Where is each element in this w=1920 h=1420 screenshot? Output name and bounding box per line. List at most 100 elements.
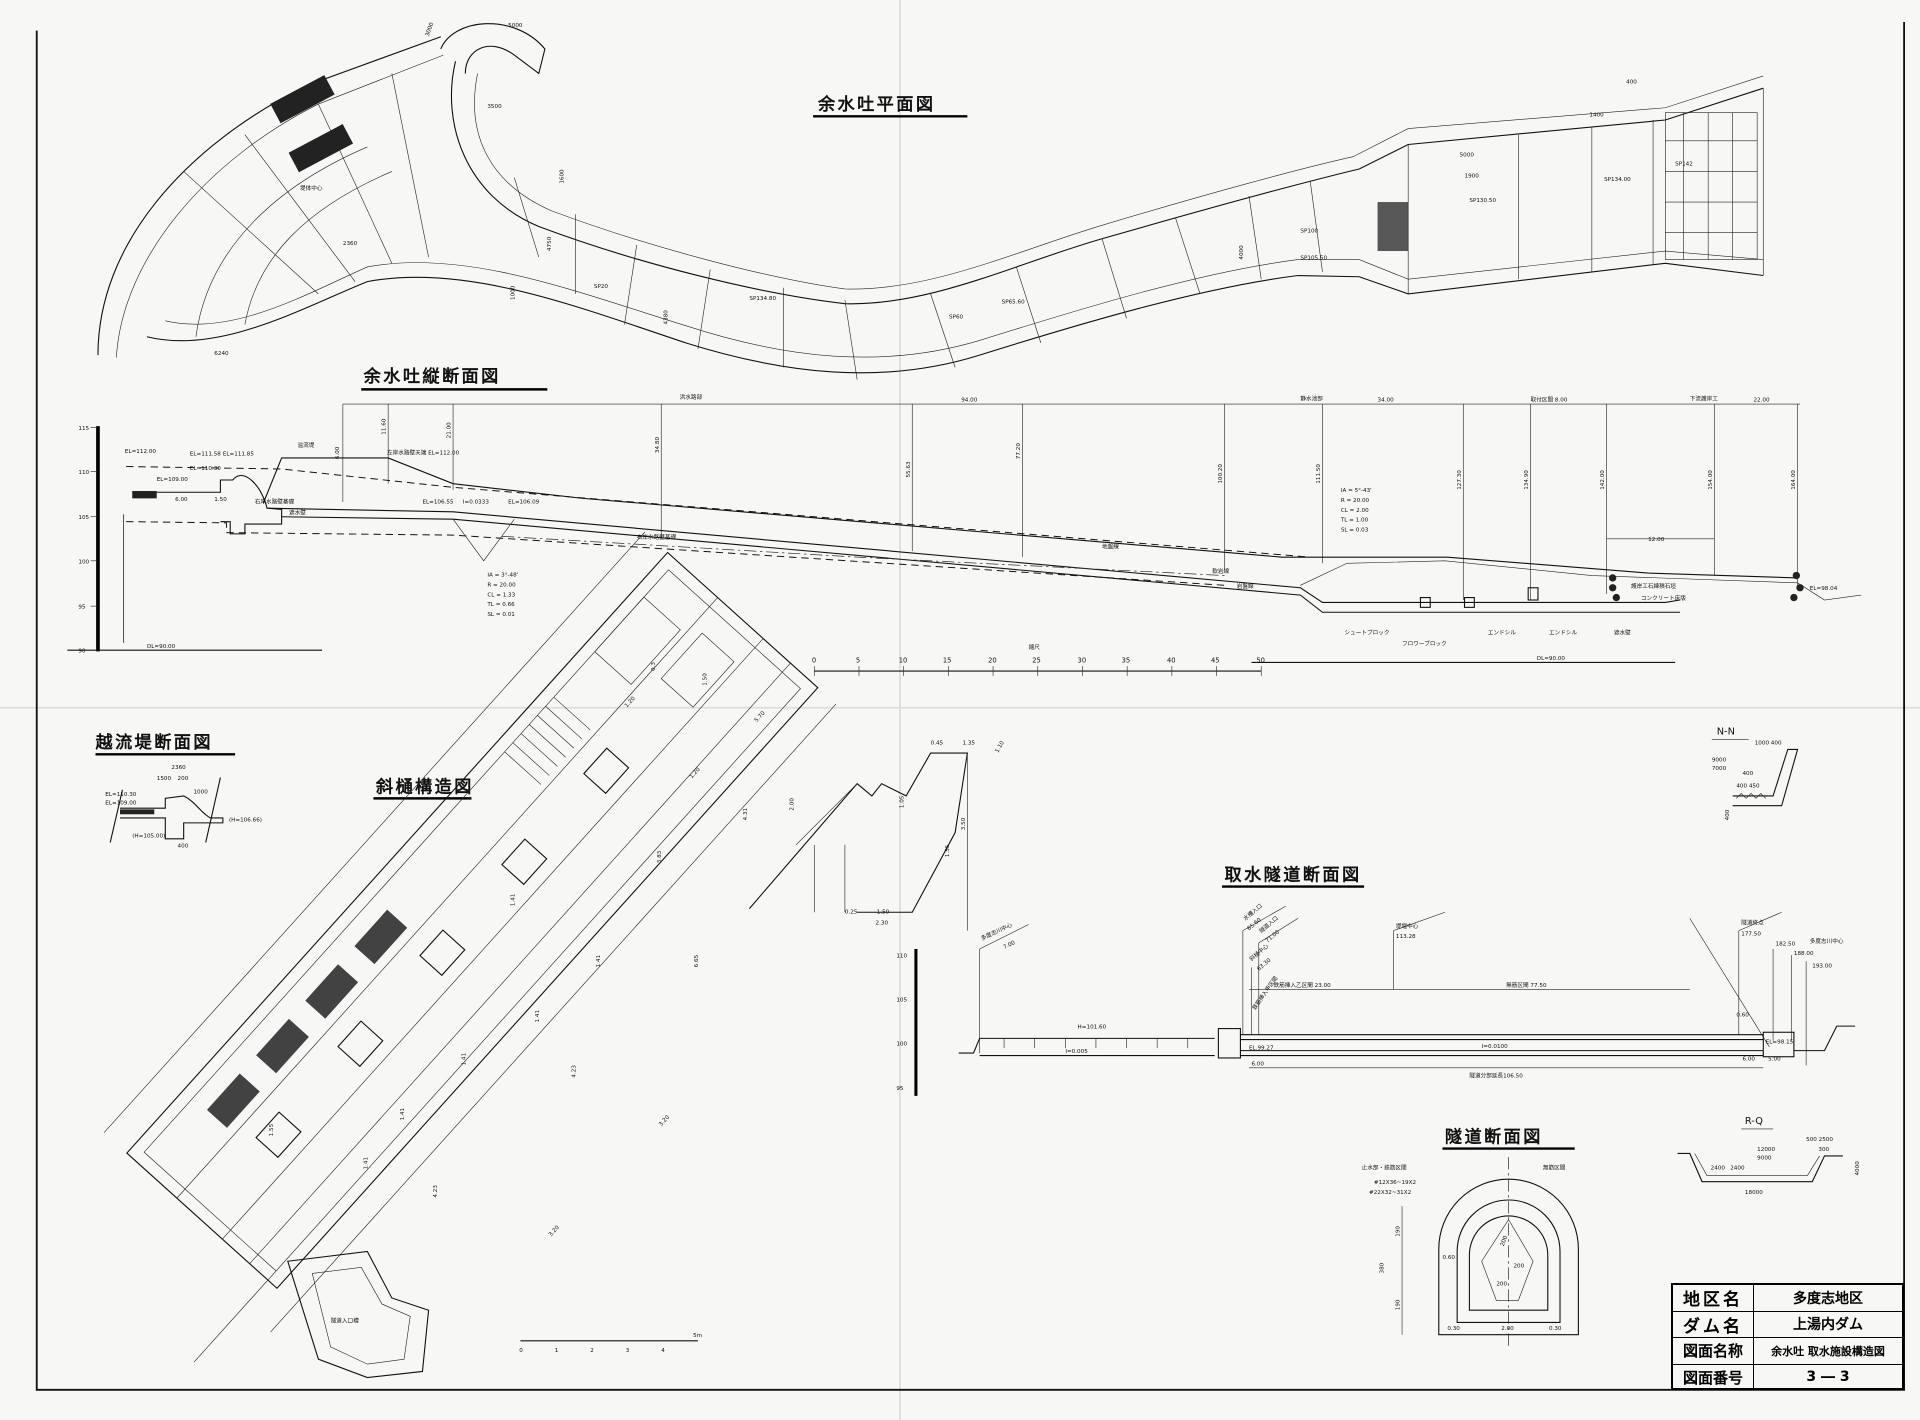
dimension-label: 2400	[1711, 1165, 1726, 1171]
dimension-label: 護岸工石練積石垣	[1631, 582, 1676, 590]
dimension-label: 21.00	[447, 422, 453, 439]
drawing-number-value: 3 ― 3	[1806, 1369, 1850, 1386]
rq-channel-section: R-Q 500 2500 300 12000 9000 2400 2400 18…	[1677, 1116, 1861, 1196]
dimension-label: 4750	[547, 236, 553, 251]
dimension-label: 1.41	[363, 1156, 369, 1169]
dimension-label: 45	[1211, 656, 1220, 664]
dimension-label: 4000	[1855, 1161, 1861, 1176]
drawing-name-label: 図面名称	[1673, 1338, 1754, 1364]
intake-labels: 多度志川中心 7.00 水槽入口 65.60 隧道入口 71.00 斜樋中心 6…	[980, 902, 1844, 1080]
dimension-label: 90	[78, 649, 86, 655]
dimension-label: 1000 400	[1755, 740, 1782, 746]
riprap-block	[288, 124, 354, 173]
dimension-label: 4.31	[743, 807, 749, 820]
spillway-entry-hook	[440, 23, 546, 75]
dimension-label: IA = 3°-48'	[487, 573, 518, 579]
dimension-label: 遮水壁	[289, 508, 306, 516]
dimension-label: コンクリート床版	[1641, 594, 1686, 602]
dimension-label: 113.28	[1396, 934, 1416, 940]
plan-title: 余水吐平面図	[817, 94, 935, 115]
district-value: 多度志地区	[1793, 1290, 1863, 1307]
dimension-label: 鉄筋挿入甲区間	[1250, 974, 1279, 1011]
dimension-label: 1.50	[877, 909, 890, 915]
dimension-label: 0	[519, 1348, 523, 1354]
dimension-label: EL=109.00	[105, 800, 137, 806]
dimension-label: 200	[1513, 1263, 1524, 1269]
sheet-border	[35, 22, 1906, 1391]
tunnel-bore	[1468, 1215, 1549, 1311]
dimension-label: 溢流堤	[298, 441, 315, 449]
foundation-dashed-line	[126, 521, 1225, 586]
dimension-label: 0.30	[1447, 1326, 1460, 1332]
dimension-label: EL=106.09	[508, 499, 540, 505]
dimension-label: 隧道入口槽	[331, 1316, 360, 1324]
dimension-label: TL = 1.00	[1340, 518, 1369, 524]
dimension-label: 1600	[559, 169, 565, 184]
dimension-label: 1500	[157, 776, 172, 782]
dimension-label: 105	[78, 515, 89, 521]
profile-title: 余水吐縦断面図	[363, 366, 501, 387]
weir-title: 越流堤断面図	[95, 732, 213, 753]
small-scale-bar: 0 1 2 3 4 5m	[519, 1333, 702, 1354]
dimension-label: 3.20	[658, 1114, 671, 1128]
dimension-label: 200	[1500, 1235, 1509, 1248]
tunnel-inner-lining	[1456, 1199, 1561, 1324]
dimension-label: 5m	[693, 1333, 702, 1339]
elevation-axis-ticks: 115 110 105 100 95 90	[78, 426, 89, 655]
dimension-label: N-N	[1717, 727, 1735, 738]
chute-blocks	[1377, 202, 1409, 252]
dimension-label: 34.00	[1378, 398, 1395, 404]
title-block-row-district: 地区名 多度志地区	[1673, 1285, 1902, 1312]
dimension-label: 142.00	[1600, 470, 1606, 490]
dimension-label: 1.41	[596, 954, 602, 967]
dimension-label: 3500	[487, 104, 502, 110]
dimension-label: 164.00	[1791, 470, 1797, 490]
dimension-label: 71.00	[1265, 929, 1282, 944]
channel-floor	[266, 507, 1681, 604]
dimension-label: EL.99.27	[1249, 1045, 1274, 1051]
dimension-label: 0.3	[651, 662, 657, 671]
dimension-label: 軟岩線	[1212, 567, 1229, 575]
dimension-label: R-Q	[1745, 1116, 1763, 1127]
dimension-label: 95	[78, 605, 86, 611]
dimension-label: 5000	[1460, 153, 1475, 159]
dimension-label: 止水部・鉄筋区間	[1362, 1163, 1407, 1171]
dimension-label: 177.50	[1741, 932, 1761, 938]
dimension-label: 0	[812, 656, 816, 664]
tunnel-cross-section: 隧道断面図 止水部・鉄筋区間 無筋区間 #12X36~19X2 #22X32~3…	[1362, 1126, 1579, 1347]
dimension-label: 6.65	[694, 954, 700, 967]
dimension-label: 400	[1626, 79, 1637, 85]
dam-value: 上湯内ダム	[1793, 1317, 1863, 1334]
title-block-row-drawing-number: 図面番号 3 ― 3	[1673, 1364, 1902, 1390]
dimension-label: 188.00	[1794, 951, 1814, 957]
design-water-line	[126, 466, 1311, 558]
dimension-label: 12.00	[1648, 537, 1665, 543]
dimension-label: 3	[626, 1348, 630, 1354]
dimension-label: 115	[78, 426, 89, 432]
dimension-label: 25	[1032, 656, 1041, 664]
plan-dimension-labels: 5000 3000 3500 堤体中心 SP20 SP60 SP65.60 SP…	[214, 22, 1693, 358]
dimension-label: エンドシル	[1488, 629, 1517, 636]
overflow-weir-section: 越流堤断面図 2360 1500 200 EL=110.30 EL=109.00…	[95, 732, 262, 849]
dimension-label: 0.25	[845, 909, 858, 915]
dimension-label: 34.80	[655, 437, 661, 454]
dimension-label: 2.00	[1501, 1326, 1514, 1332]
dimension-label: SP134.00	[1604, 177, 1631, 183]
dimension-label: 154.00	[1708, 470, 1714, 490]
dimension-label: SP60	[949, 314, 964, 320]
dimension-label: 100	[78, 559, 89, 565]
dimension-label: 2.00	[789, 798, 795, 811]
dimension-label: 4000	[1239, 245, 1245, 260]
dimension-label: 1.55	[945, 844, 951, 857]
dimension-label: 182.50	[1776, 941, 1796, 947]
dimension-label: SP65.60	[1002, 300, 1025, 306]
title-block-row-dam: ダム名 上湯内ダム	[1673, 1311, 1902, 1338]
dimension-label: 右岸水路壁基礎	[637, 533, 677, 541]
dimension-label: 3.20	[548, 1224, 561, 1238]
dimension-label: 12000	[1757, 1147, 1775, 1153]
dimension-label: 1.55	[269, 1123, 275, 1136]
dimension-label: 11.60	[382, 418, 388, 435]
dimension-label: EL=109.00	[157, 477, 189, 483]
dimension-label: エンドシル	[1549, 629, 1578, 636]
dimension-label: 190	[1396, 1226, 1402, 1237]
